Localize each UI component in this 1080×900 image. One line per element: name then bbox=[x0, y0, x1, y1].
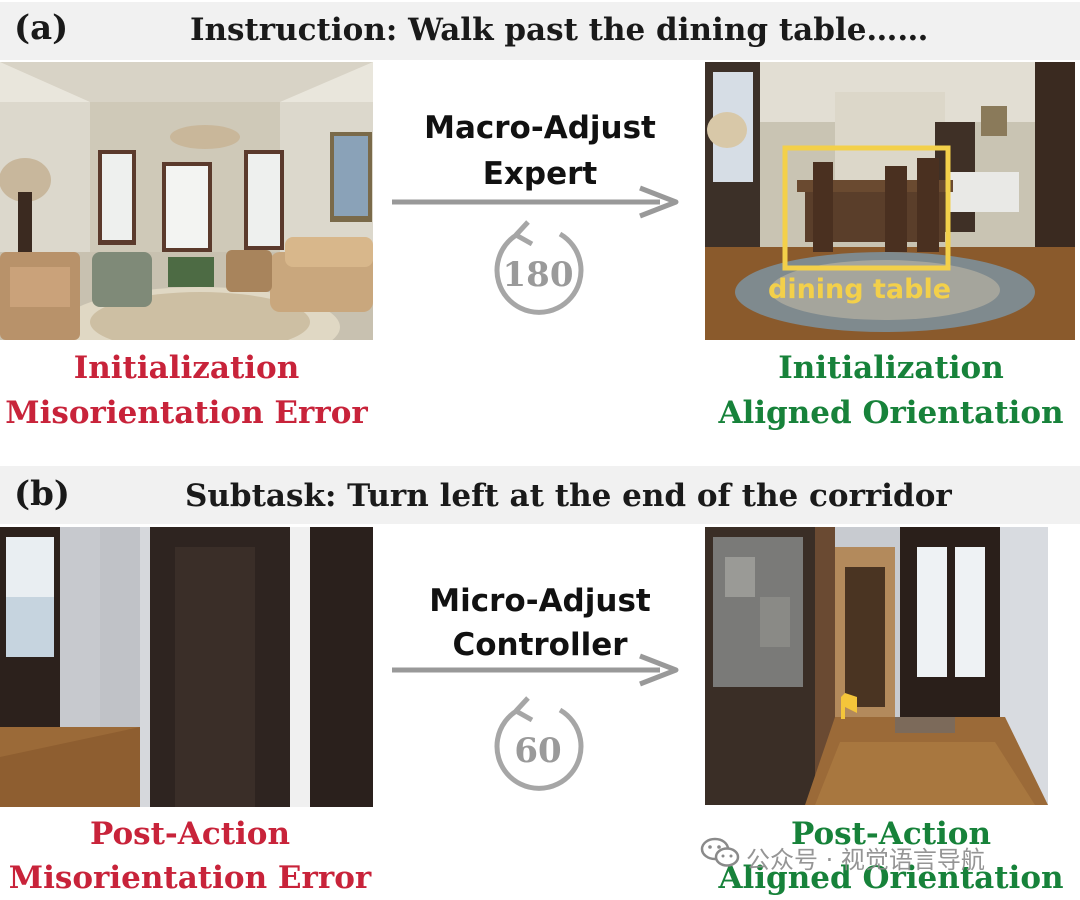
dining-room-image bbox=[705, 62, 1075, 340]
panel-a-left-caption-line2: Misorientation Error bbox=[5, 395, 368, 431]
panel-a-instruction: Instruction: Walk past the dining table…… bbox=[190, 12, 929, 48]
panel-a-header-band bbox=[0, 2, 1080, 60]
rotation-60-value: 60 bbox=[514, 731, 562, 771]
micro-adjust-line2: Controller bbox=[452, 627, 628, 663]
right-arrow-icon bbox=[392, 185, 679, 219]
wechat-icon bbox=[700, 837, 740, 867]
watermark-text: 公众号 · 视觉语言导航 bbox=[746, 846, 985, 874]
panel-b-left-caption-line2: Misorientation Error bbox=[8, 860, 372, 896]
panel-b-header-band bbox=[0, 466, 1080, 524]
panel-b-right-caption-line1: Post-Action bbox=[790, 816, 992, 852]
panel-b-tag: (b) bbox=[14, 474, 70, 514]
panel-a-right-caption-line1: Initialization bbox=[778, 350, 1004, 386]
macro-adjust-line1: Macro-Adjust bbox=[424, 110, 656, 146]
panel-a-right-caption-line2: Aligned Orientation bbox=[718, 395, 1064, 431]
dining-table-label: dining table bbox=[768, 274, 952, 305]
right-arrow-icon bbox=[392, 653, 679, 687]
panel-a-left-caption-line1: Initialization bbox=[73, 350, 300, 386]
hallway-image bbox=[705, 527, 1048, 805]
living-room-image bbox=[0, 62, 373, 340]
corridor-wall-image bbox=[0, 527, 373, 807]
panel-a-tag: (a) bbox=[14, 8, 69, 48]
rotate-counterclockwise-icon bbox=[494, 220, 584, 315]
micro-adjust-line1: Micro-Adjust bbox=[429, 583, 651, 619]
panel-b-subtask: Subtask: Turn left at the end of the cor… bbox=[185, 478, 952, 514]
panel-b-left-caption-line1: Post-Action bbox=[89, 816, 291, 852]
rotate-counterclockwise-icon bbox=[494, 696, 584, 791]
rotation-180-value: 180 bbox=[502, 255, 574, 295]
macro-adjust-line2: Expert bbox=[482, 156, 598, 192]
panel-b-right-caption-line2: Aligned Orientation bbox=[718, 860, 1064, 896]
